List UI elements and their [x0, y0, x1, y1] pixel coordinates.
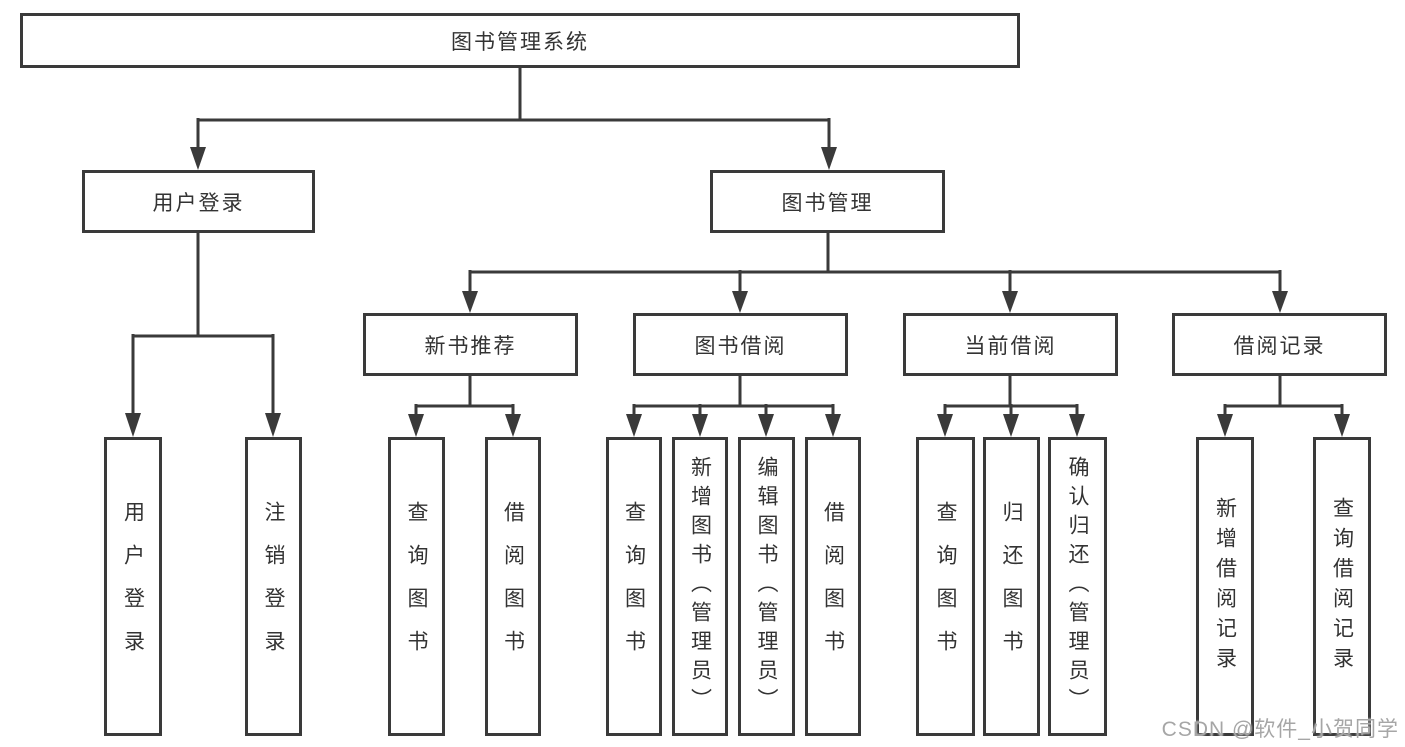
arrowhead-icon: [1003, 414, 1019, 437]
arrowheads: [125, 147, 1350, 437]
arrowhead-icon: [937, 414, 953, 437]
node-add-book-admin: 新增图书（管理员）: [672, 437, 728, 736]
node-confirm-return-admin: 确认归还（管理员）: [1048, 437, 1107, 736]
node-library-management-system: 图书管理系统: [20, 13, 1020, 68]
node-borrow-books-leaf: 借阅图书: [805, 437, 861, 736]
node-label: 查询图书: [405, 500, 428, 673]
arrowhead-icon: [408, 414, 424, 437]
node-borrow-books-recommendation: 借阅图书: [485, 437, 541, 736]
node-label: 注销登录: [262, 500, 285, 673]
node-new-book-recommendation: 新书推荐: [363, 313, 578, 376]
node-logout: 注销登录: [245, 437, 302, 736]
node-label: 确认归还（管理员）: [1066, 456, 1089, 717]
node-book-borrowing: 图书借阅: [633, 313, 848, 376]
arrowhead-icon: [692, 414, 708, 437]
node-label: 图书管理系统: [451, 30, 589, 54]
node-return-books: 归还图书: [983, 437, 1040, 736]
node-user-login: 用户登录: [82, 170, 315, 233]
node-borrowing-records: 借阅记录: [1172, 313, 1387, 376]
arrowhead-icon: [626, 414, 642, 437]
node-label: 查询图书: [934, 500, 957, 673]
node-label: 新增借阅记录: [1213, 496, 1237, 677]
arrowhead-icon: [825, 414, 841, 437]
node-current-borrowing: 当前借阅: [903, 313, 1118, 376]
node-query-books-borrowing: 查询图书: [606, 437, 662, 736]
arrowhead-icon: [265, 413, 281, 437]
connector-lines: [131, 68, 1344, 418]
csdn-watermark: CSDN @软件_小贺同学: [1161, 718, 1399, 741]
arrowhead-icon: [125, 413, 141, 437]
arrowhead-icon: [505, 414, 521, 437]
arrowhead-icon: [190, 147, 206, 170]
node-label: 新书推荐: [424, 334, 517, 358]
node-label: 当前借阅: [964, 334, 1057, 358]
node-label: 借阅图书: [501, 500, 525, 673]
arrowhead-icon: [758, 414, 774, 437]
arrowhead-icon: [1069, 414, 1085, 437]
arrowhead-icon: [821, 147, 837, 170]
node-label: 查询借阅记录: [1330, 496, 1354, 677]
arrowhead-icon: [462, 291, 478, 313]
node-label: 图书管理: [781, 191, 874, 215]
arrowhead-icon: [1217, 414, 1233, 437]
node-user-login-leaf: 用户登录: [104, 437, 162, 736]
node-query-borrow-record: 查询借阅记录: [1313, 437, 1371, 736]
node-label: 用户登录: [121, 500, 145, 673]
arrowhead-icon: [1334, 414, 1350, 437]
node-label: 借阅记录: [1233, 334, 1326, 358]
node-add-borrow-record: 新增借阅记录: [1196, 437, 1254, 736]
node-query-books-recommendation: 查询图书: [388, 437, 445, 736]
node-label: 归还图书: [1000, 500, 1023, 673]
arrowhead-icon: [732, 291, 748, 313]
node-book-management: 图书管理: [710, 170, 945, 233]
node-label: 新增图书（管理员）: [688, 456, 712, 717]
node-label: 查询图书: [622, 500, 646, 673]
arrowhead-icon: [1002, 291, 1018, 313]
arrowhead-icon: [1272, 291, 1288, 313]
node-label: 编辑图书（管理员）: [755, 456, 778, 717]
node-edit-book-admin: 编辑图书（管理员）: [738, 437, 795, 736]
node-label: 用户登录: [152, 191, 245, 215]
node-label: 借阅图书: [821, 500, 845, 673]
node-label: 图书借阅: [694, 334, 787, 358]
node-query-books-current: 查询图书: [916, 437, 975, 736]
